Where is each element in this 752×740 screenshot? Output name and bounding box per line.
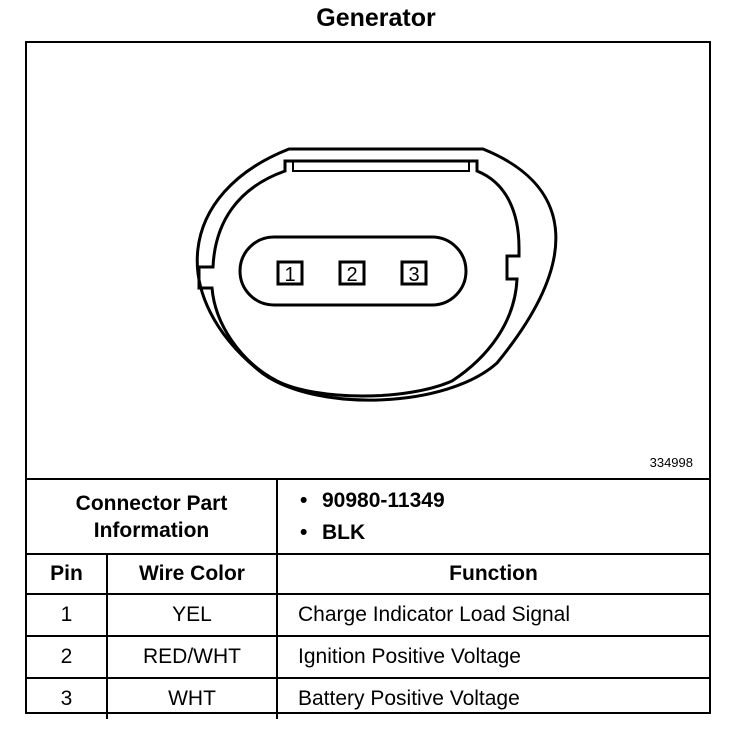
pin-box-3 [400, 260, 428, 286]
connector-face-svg: 1 2 3 [195, 147, 558, 402]
connector-frame: 1 2 3 334998 Connector Part Information … [25, 41, 711, 719]
table-row: 2 RED/WHT Ignition Positive Voltage [27, 635, 709, 679]
pin-label-2: 2 [346, 264, 357, 286]
pinout-table: Connector Part Information • 90980-11349 … [27, 478, 709, 719]
connector-diagram: 1 2 3 334998 [27, 43, 709, 478]
function-cell: Ignition Positive Voltage [276, 635, 709, 679]
pin-cell: 2 [27, 635, 108, 679]
connector-color-value: BLK [322, 520, 366, 544]
part-info-label-line1: Connector Part [75, 491, 228, 515]
pin-cell: 1 [27, 593, 108, 637]
connector-outer-shell [195, 147, 558, 402]
wire-color-cell: YEL [106, 593, 278, 637]
wire-color-cell: WHT [106, 677, 278, 719]
connector-latch-tab [292, 161, 470, 172]
header-wire-color: Wire Color [106, 553, 278, 595]
connector-inner-shell [197, 159, 521, 398]
part-info-values: • 90980-11349 • BLK [276, 478, 709, 555]
figure-id: 334998 [649, 455, 693, 470]
part-number-value: 90980-11349 [322, 488, 445, 512]
pin-cavity [238, 235, 468, 307]
header-pin: Pin [27, 553, 108, 595]
pin-cell: 3 [27, 677, 108, 719]
part-info-label-line2: Information [93, 518, 210, 542]
pin-label-1: 1 [284, 264, 295, 286]
function-cell: Charge Indicator Load Signal [276, 593, 709, 637]
connector-color: • BLK [300, 517, 709, 549]
bullet-icon: • [300, 520, 308, 544]
table-row: 3 WHT Battery Positive Voltage [27, 677, 709, 719]
part-info-row: Connector Part Information • 90980-11349 … [27, 478, 709, 555]
header-row: Pin Wire Color Function [27, 553, 709, 595]
wire-color-cell: RED/WHT [106, 635, 278, 679]
part-number: • 90980-11349 [300, 485, 709, 517]
bullet-icon: • [300, 488, 308, 512]
table-row: 1 YEL Charge Indicator Load Signal [27, 593, 709, 637]
function-cell: Battery Positive Voltage [276, 677, 709, 719]
pin-box-2 [338, 260, 366, 286]
page-title: Generator [316, 4, 436, 32]
part-info-label: Connector Part Information [27, 478, 278, 555]
pin-box-1 [276, 260, 304, 286]
header-function: Function [276, 553, 709, 595]
pin-label-3: 3 [408, 264, 419, 286]
